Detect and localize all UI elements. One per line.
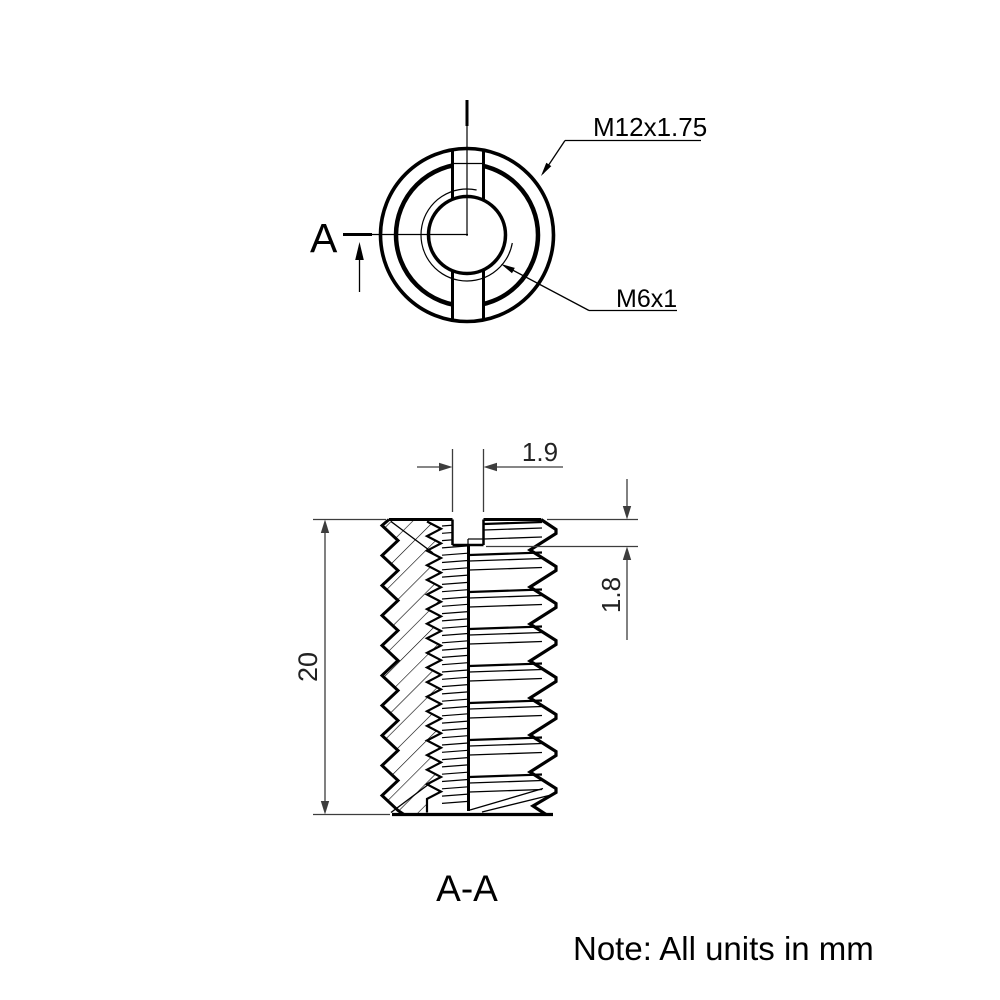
section-view-title: A-A <box>436 868 498 909</box>
dim-arrow-icon <box>320 519 330 533</box>
internal-thread-elevation-lines <box>441 523 469 804</box>
dim-arrow-icon <box>320 801 330 815</box>
slot-cavity <box>452 470 483 545</box>
leader-arrow-icon <box>501 264 515 274</box>
section-cut-line <box>343 100 469 292</box>
dim-arrow-icon <box>622 506 632 520</box>
dim-slot-width-value: 1.9 <box>522 437 558 467</box>
dimension-slot-depth-1-8 <box>486 479 638 640</box>
dim-arrow-icon <box>622 546 632 560</box>
external-thread-profile-left <box>379 518 405 816</box>
view-direction-arrow-icon <box>355 242 364 260</box>
dimension-slot-width-1-9 <box>417 449 563 512</box>
units-note: Note: All units in mm <box>573 930 874 967</box>
leader-arrow-icon <box>541 162 552 176</box>
internal-thread-arc <box>420 188 513 282</box>
chamfer-lines <box>390 520 434 814</box>
outer-thread-leader <box>542 139 701 174</box>
slot-far-step <box>467 538 484 545</box>
section-view <box>379 470 558 817</box>
top-view: A M12x1.75 M6x1 <box>310 100 707 324</box>
inner-thread-label: M6x1 <box>616 285 677 313</box>
slot-lines <box>451 150 485 320</box>
slot-gap-mask-bottom <box>451 297 485 313</box>
external-thread-profile-right <box>527 518 558 816</box>
internal-thread-profile <box>424 520 444 813</box>
dim-arrow-icon <box>439 462 453 472</box>
dim-height-value: 20 <box>293 652 323 682</box>
external-thread-elevation-lines <box>469 520 543 793</box>
inner-thread-leader <box>503 264 677 312</box>
dim-slot-depth-value: 1.8 <box>596 577 626 613</box>
dimension-height-20 <box>313 518 390 816</box>
thread-runout-lines <box>469 787 550 813</box>
section-letter-label: A <box>310 215 338 261</box>
outer-thread-label: M12x1.75 <box>593 112 707 142</box>
dim-arrow-icon <box>483 462 497 472</box>
